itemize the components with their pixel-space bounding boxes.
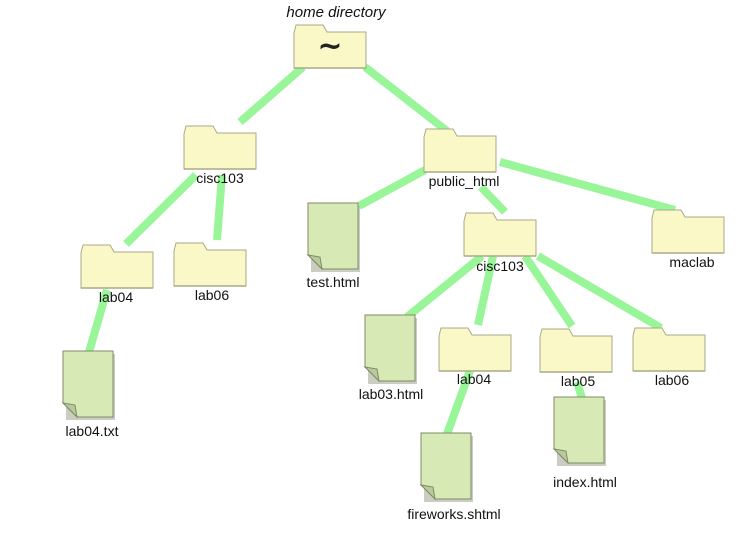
edge-cisc103-lab05: [521, 253, 576, 329]
edge-cisc103-lab03-html: [404, 252, 485, 321]
edge-cisc103-lab06: [213, 174, 226, 241]
edge-lab04-fireworks-shtml: [443, 369, 474, 436]
file-node-lab04-txt[interactable]: lab04.txt: [62, 350, 119, 439]
file-icon: [62, 350, 116, 421]
folder-node-lab04[interactable]: lab04: [80, 244, 154, 305]
edge-cisc103-lab06: [535, 252, 664, 332]
folder-label-cisc103: cisc103: [476, 258, 524, 274]
tree-edges: [85, 63, 677, 436]
folder-node-home[interactable]: ~: [293, 24, 367, 69]
folder-label-lab06: lab06: [655, 372, 689, 388]
folder-label-lab04: lab04: [457, 371, 491, 387]
folder-label-cisc103: cisc103: [196, 170, 244, 186]
folder-node-lab06[interactable]: lab06: [632, 327, 706, 388]
folder-icon: [183, 125, 257, 170]
folder-node-cisc103[interactable]: cisc103: [183, 125, 257, 186]
file-icon: [553, 396, 607, 467]
folder-icon: [423, 128, 497, 173]
folder-node-public-html[interactable]: public_html: [423, 128, 500, 189]
folder-label-lab05: lab05: [561, 373, 595, 389]
folder-label-maclab: maclab: [669, 254, 714, 270]
file-label-fireworks-shtml: fireworks.shtml: [407, 506, 500, 522]
file-label-index-html: index.html: [553, 474, 617, 490]
file-node-index-html[interactable]: index.html: [553, 396, 617, 490]
edge-home-cisc103: [237, 63, 306, 126]
folder-icon: [80, 244, 154, 289]
edge-cisc103-lab04: [474, 255, 497, 326]
file-label-test-html: test.html: [307, 274, 360, 290]
file-icon: [364, 314, 418, 385]
folder-node-lab06[interactable]: lab06: [173, 242, 247, 303]
file-icon: [307, 202, 361, 273]
folder-node-lab05[interactable]: lab05: [539, 328, 613, 389]
folder-icon: [173, 242, 247, 287]
file-node-fireworks-shtml[interactable]: fireworks.shtml: [407, 432, 501, 522]
folder-label-lab04: lab04: [99, 289, 133, 305]
folder-icon: [651, 209, 725, 254]
diagram-title: home directory: [286, 4, 387, 21]
folder-node-maclab[interactable]: maclab: [651, 209, 725, 270]
file-node-test-html[interactable]: test.html: [307, 202, 361, 290]
folder-icon: [539, 328, 613, 373]
folder-label-lab06: lab06: [195, 287, 229, 303]
edge-cisc103-lab04: [123, 172, 199, 247]
file-node-lab03-html[interactable]: lab03.html: [359, 314, 424, 402]
folder-icon: [438, 327, 512, 372]
edge-public-html-cisc103: [478, 184, 508, 215]
edge-public-html-test-html: [357, 166, 427, 210]
folder-node-cisc103[interactable]: cisc103: [463, 212, 537, 274]
edge-home-public-html: [362, 63, 450, 135]
folder-label-public-html: public_html: [429, 173, 500, 189]
folder-node-lab04[interactable]: lab04: [438, 327, 512, 387]
folder-icon: [632, 327, 706, 372]
edge-lab05-index-html: [573, 380, 586, 400]
folder-icon: [463, 212, 537, 257]
file-label-lab04-txt: lab04.txt: [66, 423, 119, 439]
file-icon: [420, 432, 474, 503]
edge-lab04-lab04-txt: [85, 288, 111, 354]
edge-public-html-maclab: [498, 158, 677, 214]
folder-label-home: ~: [317, 29, 342, 64]
file-label-lab03-html: lab03.html: [359, 386, 424, 402]
